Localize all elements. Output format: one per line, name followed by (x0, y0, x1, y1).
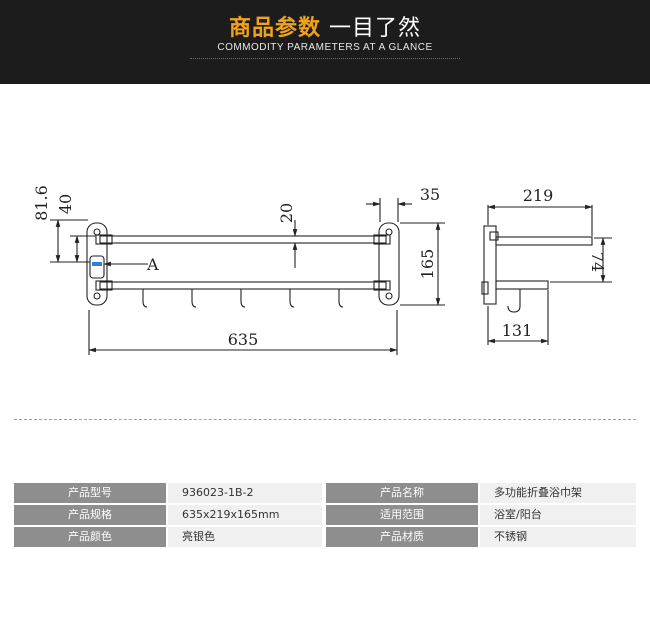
spec-table: 产品型号 936023-1B-2 产品名称 多功能折叠浴巾架 产品规格 635x… (14, 483, 636, 549)
hook (338, 289, 344, 308)
fine-print-line (190, 58, 460, 61)
dim-81-6: 81.6 (32, 185, 51, 221)
spec-value: 亮银色 (168, 527, 322, 547)
page-title: 商品参数一目了然 (0, 10, 650, 42)
section-divider (14, 419, 636, 420)
hook (240, 289, 246, 308)
dim-219: 219 (523, 186, 554, 205)
label-a: A (146, 255, 159, 274)
right-wall-plate (378, 222, 400, 306)
spec-value: 635x219x165mm (168, 505, 322, 525)
spec-label: 产品颜色 (14, 527, 166, 547)
spec-value: 936023-1B-2 (168, 483, 322, 503)
spec-label: 适用范围 (326, 505, 478, 525)
side-hook (507, 289, 521, 313)
dim-35: 35 (420, 185, 440, 204)
table-row: 产品规格 635x219x165mm 适用范围 浴室/阳台 (14, 505, 636, 525)
spec-label: 产品型号 (14, 483, 166, 503)
title-highlight: 商品参数 (228, 16, 321, 41)
page-subtitle: COMMODITY PARAMETERS AT A GLANCE (217, 42, 433, 53)
top-bar (99, 235, 387, 244)
hinge-a (89, 255, 105, 279)
dim-131: 131 (502, 321, 533, 340)
side-wall-plate (483, 225, 497, 305)
side-top-arm (495, 236, 593, 246)
hinge-marker (92, 262, 102, 266)
table-row: 产品型号 936023-1B-2 产品名称 多功能折叠浴巾架 (14, 483, 636, 503)
dim-165: 165 (418, 249, 437, 280)
title-rest: 一目了然 (329, 16, 422, 41)
spec-value: 浴室/阳台 (480, 505, 636, 525)
spec-label: 产品规格 (14, 505, 166, 525)
bottom-bar (99, 281, 387, 290)
table-row: 产品颜色 亮银色 产品材质 不锈钢 (14, 527, 636, 547)
technical-drawing: 81.6 40 20 35 165 635 A 219 74 131 (32, 185, 612, 355)
spec-value: 多功能折叠浴巾架 (480, 483, 636, 503)
spec-label: 产品材质 (326, 527, 478, 547)
dim-40: 40 (56, 194, 75, 214)
header-banner: 商品参数一目了然 COMMODITY PARAMETERS AT A GLANC… (0, 0, 650, 84)
hook (191, 289, 197, 308)
dim-74: 74 (588, 252, 607, 272)
spec-label: 产品名称 (326, 483, 478, 503)
hook (142, 289, 148, 308)
dim-635: 635 (228, 330, 259, 349)
dim-20: 20 (277, 203, 296, 223)
hook (289, 289, 295, 308)
spec-value: 不锈钢 (480, 527, 636, 547)
